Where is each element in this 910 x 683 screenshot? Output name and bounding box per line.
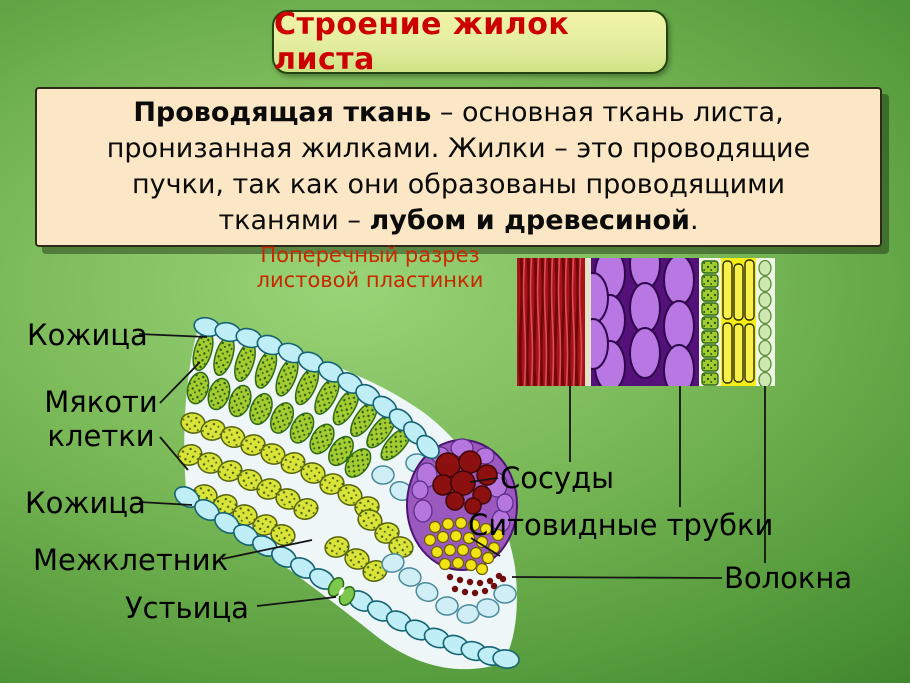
caption-line-2: листовой пластинки — [256, 268, 484, 292]
xylem-vessels — [432, 450, 498, 515]
definition-bold-lead: Проводящая ткань — [133, 97, 432, 128]
label-fibers: Волокна — [724, 561, 853, 595]
definition-box: Проводящая ткань – основная ткань листа,… — [35, 87, 882, 247]
leaf-cross-section-illustration — [170, 315, 520, 671]
label-vessels: Сосуды — [500, 461, 615, 495]
fiber-cells — [446, 572, 507, 597]
label-sieve-tubes: Ситовидные трубки — [468, 508, 774, 542]
caption-line-1: Поперечный разрез — [260, 243, 480, 267]
phloem-cells — [591, 258, 695, 386]
label-epidermis-top: Кожица — [27, 318, 148, 352]
definition-line-4: тканями – лубом и древесиной. — [37, 203, 880, 239]
label-intercellular-space: Межклетник — [33, 543, 229, 577]
vessel-light-striations — [522, 258, 583, 386]
definition-line-2: пронизанная жилками. Жилки – это проводя… — [106, 133, 811, 164]
connector-line — [511, 576, 723, 579]
green-parenchyma-column — [701, 260, 719, 386]
title-box: Строение жилок листа — [272, 7, 668, 77]
definition-text-1: – основная ткань листа, — [431, 97, 784, 128]
definition-line-3: пучки, так как они образованы проводящим… — [131, 169, 786, 200]
cross-section-caption: Поперечный разрез листовой пластинки — [248, 243, 492, 293]
stoma-guard-cells — [327, 577, 356, 606]
page-title: Строение жилок листа — [274, 7, 570, 77]
vein-longitudinal-illustration — [517, 258, 775, 386]
label-epidermis-bottom: Кожица — [25, 486, 146, 520]
vessel-dark-striations — [518, 258, 580, 386]
label-stomata: Устьица — [125, 591, 249, 625]
label-mesophyll-cells: Мякоти клетки — [44, 385, 158, 453]
definition-bold-tail: лубом и древесиной — [369, 205, 690, 236]
definition-period: . — [689, 205, 699, 236]
definition-line-1: Проводящая ткань – основная ткань листа, — [37, 95, 880, 131]
edge-cell-column — [758, 259, 772, 386]
fiber-long-cells — [722, 259, 755, 384]
definition-text-4: тканями – — [218, 205, 370, 236]
